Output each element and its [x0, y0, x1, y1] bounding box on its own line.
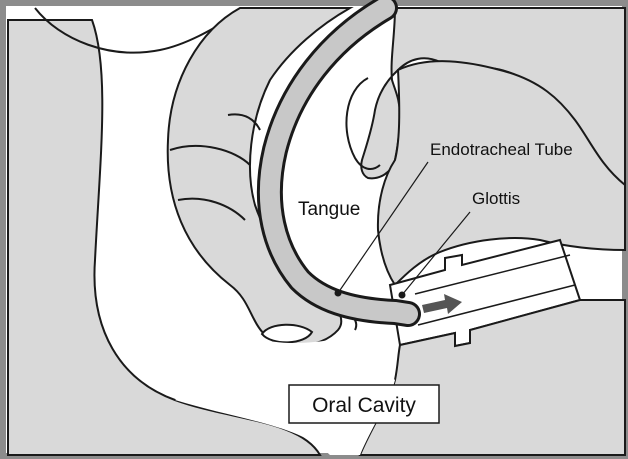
label-tongue: Tangue	[298, 199, 360, 220]
label-oral-cavity: Oral Cavity	[312, 394, 416, 417]
fingernail	[262, 325, 312, 343]
label-glottis: Glottis	[472, 189, 520, 208]
label-endotracheal-tube: Endotracheal Tube	[430, 140, 573, 159]
tube-leader-dot	[335, 290, 342, 297]
glottis-leader-dot	[399, 292, 406, 299]
